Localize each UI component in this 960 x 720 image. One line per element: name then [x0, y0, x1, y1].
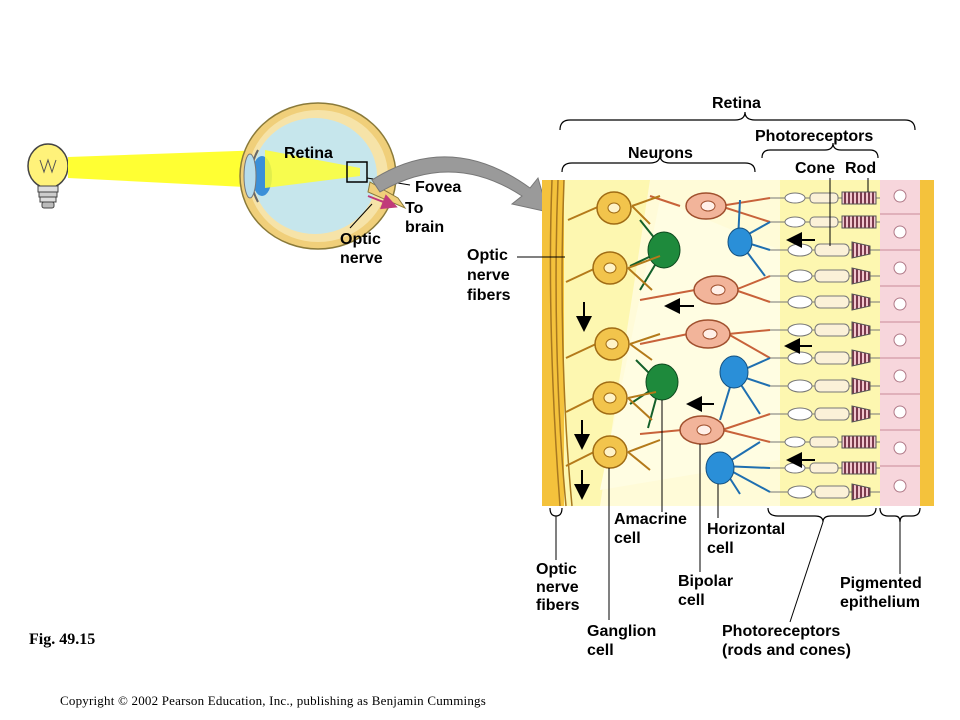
photoreceptor-row: [770, 483, 880, 501]
neurons-bracket: [561, 154, 756, 173]
optic-nerve-fibers-side-label-3: fibers: [467, 287, 511, 304]
bipolar-cell: [649, 192, 771, 223]
bipolar-cell: [639, 319, 771, 359]
retina-bracket: [559, 111, 916, 131]
photoreceptor-bottom-bracket: [767, 507, 877, 523]
fovea-box: [346, 161, 368, 183]
ganglion-cell: [565, 435, 661, 471]
ganglion-cell: [565, 381, 657, 421]
pigmented-label-1: Pigmented: [840, 575, 922, 592]
retina-title: Retina: [712, 95, 761, 112]
amacrine-label-2: cell: [614, 530, 641, 547]
horizontal-label-1: Horizontal: [707, 521, 785, 538]
ganglion-cell: [565, 251, 661, 291]
photoreceptors-bracket: [761, 142, 879, 159]
bipolar-label-1: Bipolar: [678, 573, 733, 590]
ganglion-cell: [565, 327, 661, 361]
photoreceptor-row: [770, 293, 880, 311]
retina-eye-label: Retina: [284, 145, 333, 162]
light-bulb-icon: [27, 143, 69, 209]
horizontal-cell: [727, 199, 771, 277]
epithelium-bottom-bracket: [879, 507, 921, 523]
photoreceptor-row: [770, 191, 880, 205]
optic-nerve-fibers-side-label-2: nerve: [467, 267, 510, 284]
pigmented-label-2: epithelium: [840, 594, 920, 611]
photoreceptor-row: [770, 241, 880, 259]
optic-nerve-fibers-bottom-label-1: Optic: [536, 561, 577, 578]
horizontal-cell: [719, 355, 771, 421]
photoreceptor-row: [770, 267, 880, 285]
ganglion-cell: [567, 191, 661, 225]
amacrine-label-1: Amacrine: [614, 511, 687, 528]
eyeball: [239, 102, 411, 250]
copyright-notice: Copyright © 2002 Pearson Education, Inc.…: [60, 693, 486, 708]
photoreceptor-row: [770, 405, 880, 423]
photoreceptor-row: [770, 215, 880, 229]
rod-label: Rod: [845, 160, 876, 177]
horizontal-cell: [705, 441, 771, 495]
to-brain-label-1: To: [405, 200, 424, 217]
optic-nerve-label-1: Optic: [340, 231, 381, 248]
amacrine-cell: [629, 219, 681, 291]
ganglion-label-2: cell: [587, 642, 614, 659]
cone-label: Cone: [795, 160, 835, 177]
fibers-bottom-bracket: [549, 507, 563, 517]
to-brain-label-2: brain: [405, 219, 444, 236]
photoreceptors-label: Photoreceptors: [755, 128, 873, 145]
horizontal-label-2: cell: [707, 540, 734, 557]
ganglion-label-1: Ganglion: [587, 623, 656, 640]
figure-number: Fig. 49.15: [29, 631, 96, 648]
photoreceptors-bottom-pointer: [789, 521, 824, 623]
photoreceptors-bottom-label-1: Photoreceptors: [722, 623, 840, 640]
neurons-label: Neurons: [628, 145, 693, 162]
photoreceptor-row: [770, 349, 880, 367]
optic-nerve-fibers-side-label-1: Optic: [467, 247, 508, 264]
bipolar-label-2: cell: [678, 592, 705, 609]
photoreceptor-row: [770, 377, 880, 395]
optic-nerve-pointer: [349, 203, 373, 229]
bipolar-cell: [639, 413, 771, 445]
photoreceptor-row: [770, 435, 880, 449]
photoreceptor-row: [770, 321, 880, 339]
to-brain-arrow: [367, 194, 398, 210]
optic-nerve-fibers-bottom-label-3: fibers: [536, 597, 580, 614]
optic-nerve-label-2: nerve: [340, 250, 383, 267]
photoreceptors-bottom-label-2: (rods and cones): [722, 642, 851, 659]
optic-nerve-fibers-bottom-label-2: nerve: [536, 579, 579, 596]
fovea-label: Fovea: [415, 179, 461, 196]
bipolar-cell: [639, 275, 771, 305]
amacrine-cell: [629, 359, 679, 429]
